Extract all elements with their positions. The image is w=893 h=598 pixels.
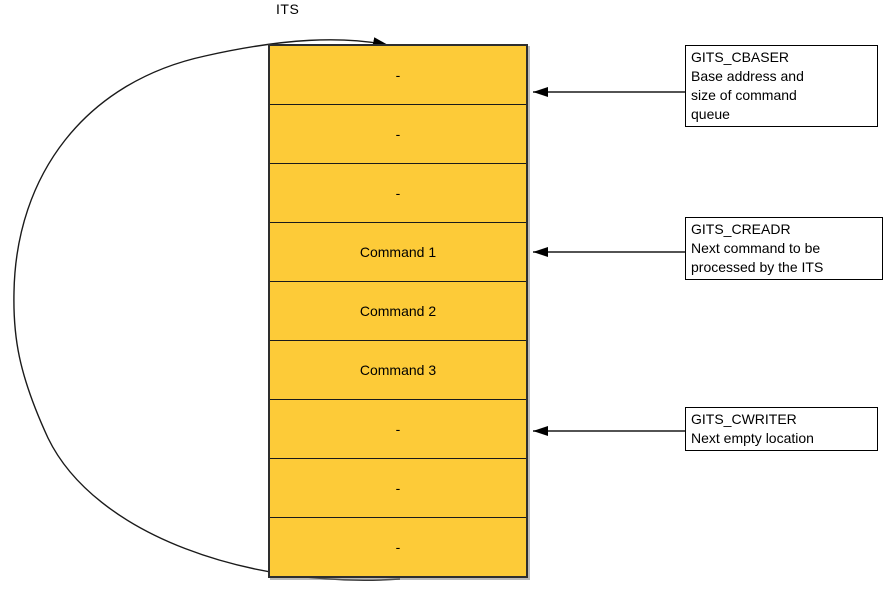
register-box-gits-cwriter: GITS_CWRITER Next empty location <box>685 407 878 451</box>
queue-cell: - <box>270 46 526 104</box>
queue-cell: - <box>270 399 526 458</box>
register-name: GITS_CREADR <box>691 221 791 237</box>
register-box-gits-cbaser: GITS_CBASER Base address and size of com… <box>685 45 878 127</box>
loop-arrow <box>13 37 401 581</box>
register-desc-line: Next empty location <box>691 430 814 446</box>
queue-cell-command-1: Command 1 <box>270 222 526 281</box>
queue-cell-command-2: Command 2 <box>270 281 526 340</box>
register-desc-line: Next command to be <box>691 240 821 256</box>
register-name: GITS_CBASER <box>691 49 790 65</box>
queue-cell: - <box>270 104 526 163</box>
queue-cell: - <box>270 458 526 517</box>
queue-cell: - <box>270 163 526 222</box>
register-desc-line: queue <box>691 106 730 122</box>
its-label: ITS <box>276 1 300 17</box>
register-desc-line: size of command <box>691 87 797 103</box>
queue-cell: - <box>270 517 526 576</box>
queue-cell-command-3: Command 3 <box>270 340 526 399</box>
register-box-gits-creadr: GITS_CREADR Next command to be processed… <box>685 217 883 280</box>
register-desc-line: Base address and <box>691 68 804 84</box>
register-desc-line: processed by the ITS <box>691 259 824 275</box>
register-name: GITS_CWRITER <box>691 411 797 427</box>
command-queue: - - - Command 1 Command 2 Command 3 - - … <box>268 44 528 578</box>
